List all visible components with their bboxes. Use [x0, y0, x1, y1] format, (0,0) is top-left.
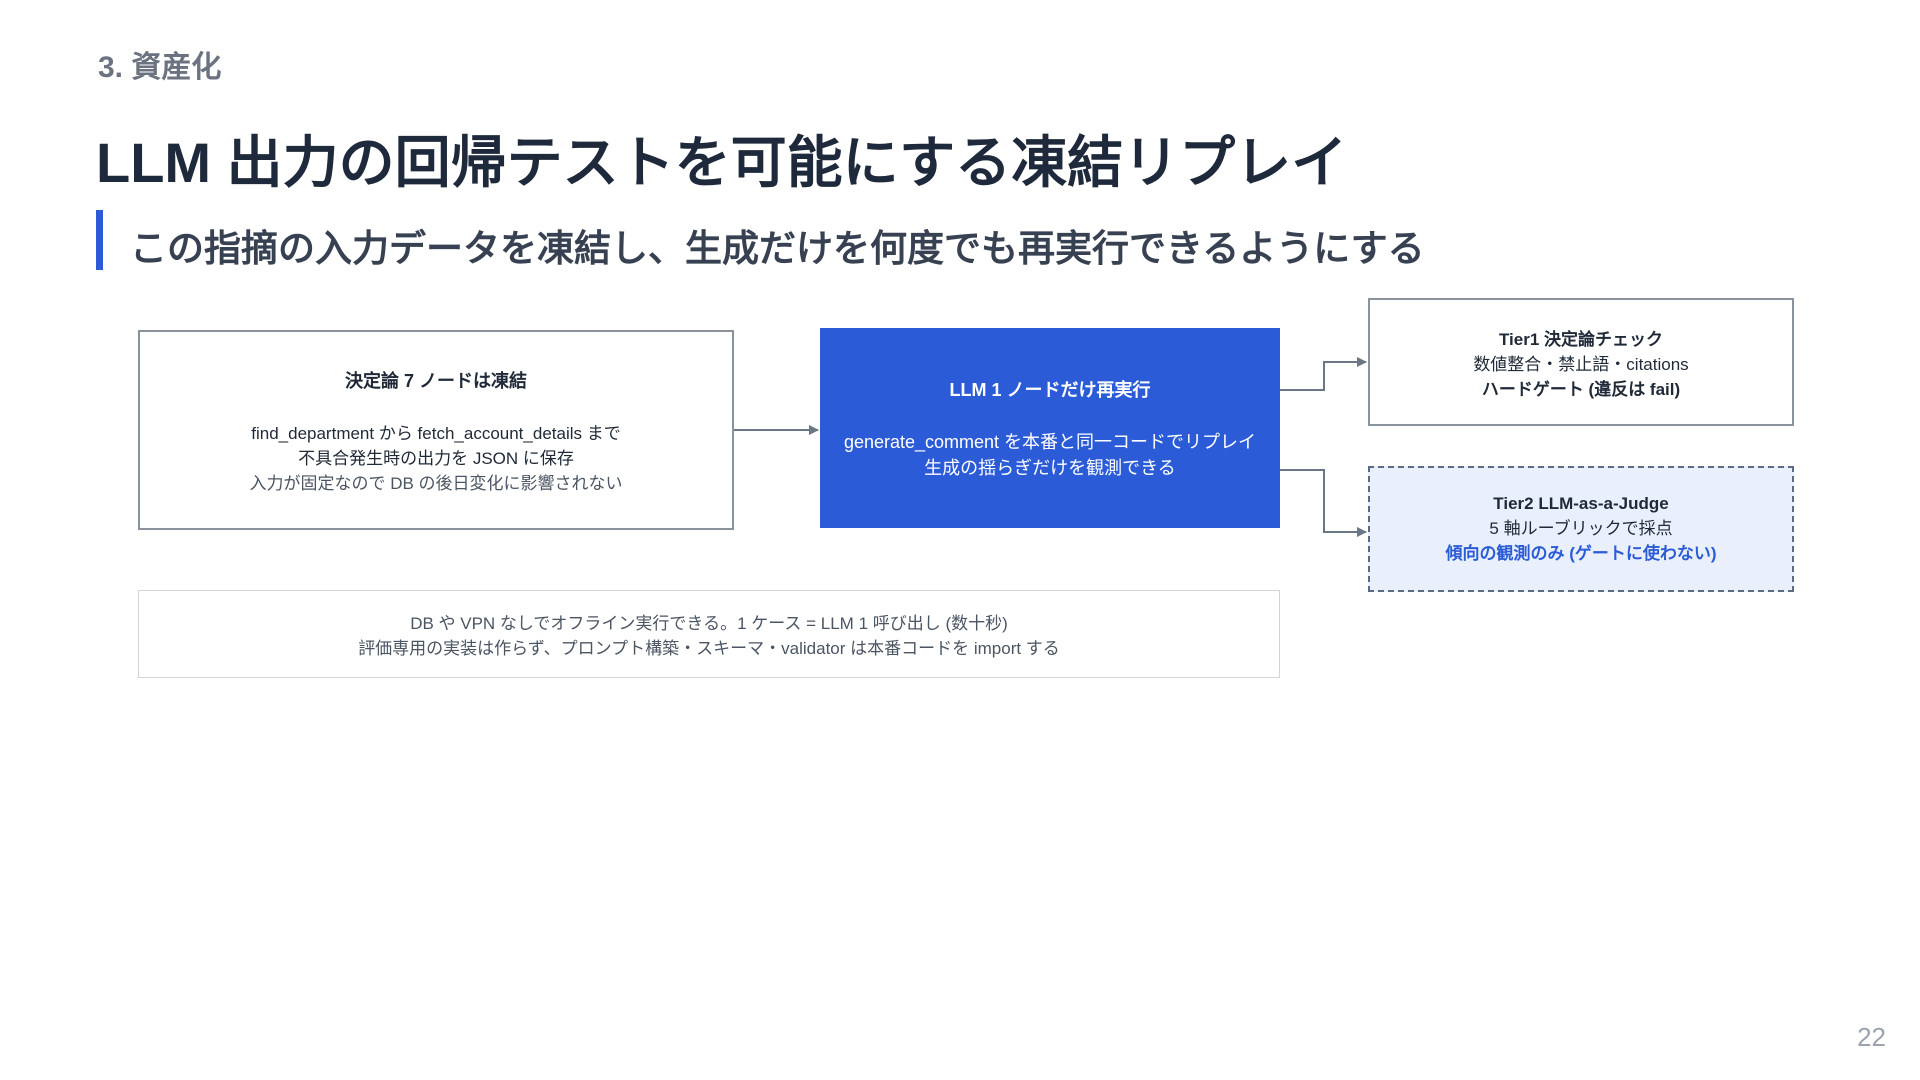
tier1-box-title: Tier1 決定論チェック: [1498, 329, 1664, 349]
llm-replay-box: LLM 1 ノードだけ再実行 generate_comment を本番と同一コー…: [820, 328, 1280, 528]
frozen-box-line: find_department から fetch_account_details…: [251, 423, 621, 443]
subtitle-accent-bar: [96, 210, 103, 270]
tier2-box-line: 5 軸ルーブリックで採点: [1489, 519, 1673, 538]
llm-box-line: generate_comment を本番と同一コードでリプレイ: [843, 432, 1257, 452]
note-line: DB や VPN なしでオフライン実行できる。1 ケース = LLM 1 呼び出…: [410, 614, 1008, 633]
frozen-box-line: 不具合発生時の出力を JSON に保存: [298, 448, 574, 468]
arrow-llm-to-tier1: [1280, 357, 1367, 391]
frozen-box-title: 決定論 7 ノードは凍結: [344, 370, 527, 391]
page-subtitle: この指摘の入力データを凍結し、生成だけを何度でも再実行できるようにする: [130, 228, 1425, 269]
page-number: 22: [1857, 1022, 1886, 1052]
arrow-llm-to-tier2: [1280, 469, 1367, 537]
llm-box-title: LLM 1 ノードだけ再実行: [949, 380, 1151, 400]
frozen-nodes-box: 決定論 7 ノードは凍結 find_department から fetch_ac…: [138, 330, 734, 530]
tier2-box-title: Tier2 LLM-as-a-Judge: [1493, 494, 1669, 513]
offline-note-box: DB や VPN なしでオフライン実行できる。1 ケース = LLM 1 呼び出…: [138, 590, 1280, 678]
tier1-box-line: 数値整合・禁止語・citations: [1473, 354, 1689, 374]
tier2-judge-box: Tier2 LLM-as-a-Judge 5 軸ルーブリックで採点 傾向の観測の…: [1368, 466, 1794, 592]
frozen-box-line: 入力が固定なので DB の後日変化に影響されない: [249, 473, 623, 493]
llm-box-line: 生成の揺らぎだけを観測できる: [924, 458, 1176, 478]
tier1-box-line: ハードゲート (違反は fail): [1481, 379, 1681, 399]
section-label: 3. 資産化: [98, 51, 222, 84]
tier1-check-box: Tier1 決定論チェック 数値整合・禁止語・citations ハードゲート …: [1368, 298, 1794, 426]
page-title: LLM 出力の回帰テストを可能にする凍結リプレイ: [96, 131, 1348, 194]
note-line: 評価専用の実装は作らず、プロンプト構築・スキーマ・validator は本番コー…: [358, 639, 1060, 658]
tier2-box-line: 傾向の観測のみ (ゲートに使わない): [1445, 544, 1717, 563]
